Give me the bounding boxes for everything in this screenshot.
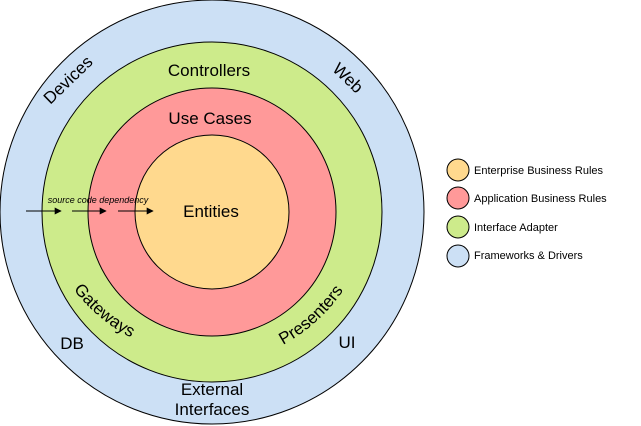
legend-swatch-interface bbox=[446, 215, 470, 239]
source-code-dependency-note: source code dependency bbox=[48, 195, 149, 205]
legend-item-interface: Interface Adapter bbox=[446, 215, 558, 239]
ui-label: UI bbox=[339, 333, 356, 352]
use-cases-label: Use Cases bbox=[168, 109, 251, 128]
entities-label: Entities bbox=[183, 202, 239, 221]
enterprise-business-core bbox=[134, 134, 290, 290]
legend-label-enterprise: Enterprise Business Rules bbox=[474, 165, 604, 177]
legend-label-application: Application Business Rules bbox=[474, 193, 607, 205]
external-interfaces-label-line1: External bbox=[181, 380, 243, 399]
legend-label-interface: Interface Adapter bbox=[474, 222, 558, 234]
legend-swatch-frameworks bbox=[446, 244, 470, 268]
legend-item-application: Application Business Rules bbox=[446, 186, 607, 210]
legend-item-frameworks: Frameworks & Drivers bbox=[446, 244, 583, 268]
external-interfaces-label-line2: Interfaces bbox=[175, 400, 250, 419]
legend: Enterprise Business Rules Application Bu… bbox=[446, 158, 607, 268]
controllers-label: Controllers bbox=[168, 61, 250, 80]
db-label: DB bbox=[60, 334, 84, 353]
legend-item-enterprise: Enterprise Business Rules bbox=[446, 158, 604, 182]
legend-swatch-enterprise bbox=[446, 158, 470, 182]
legend-label-frameworks: Frameworks & Drivers bbox=[474, 250, 583, 262]
legend-swatch-application bbox=[446, 186, 470, 210]
